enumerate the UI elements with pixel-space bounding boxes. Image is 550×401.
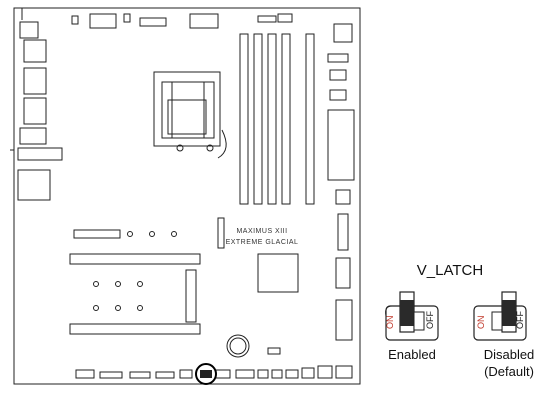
pcie-slot — [69, 323, 201, 335]
vlatch-header — [200, 370, 212, 378]
io-port — [23, 67, 47, 95]
vlatch-title: V_LATCH — [416, 262, 484, 279]
io-port — [19, 127, 47, 145]
chipset — [257, 253, 299, 293]
io-port — [17, 169, 51, 201]
board-outline — [13, 7, 361, 385]
enabled-label: Enabled — [388, 347, 436, 362]
switch-enabled-icon: ON OFF — [385, 291, 439, 341]
pcie-slot — [69, 253, 201, 265]
corner-mark — [14, 7, 23, 20]
dimm-slot — [305, 33, 315, 205]
io-port — [23, 97, 47, 125]
dimm-slot — [239, 33, 249, 205]
io-port — [19, 21, 39, 39]
dimm-slot — [267, 33, 277, 205]
board-model-line2: EXTREME GLACIAL — [226, 239, 299, 246]
io-port — [17, 147, 63, 161]
board-model-line1: MAXIMUS XIII — [236, 228, 287, 235]
io-port — [23, 39, 47, 63]
cpu-socket — [153, 71, 221, 147]
switch-enabled-off-label: OFF — [425, 311, 435, 329]
highlight-ring — [195, 363, 217, 385]
default-label: (Default) — [484, 364, 534, 379]
switch-enabled-on-label: ON — [385, 316, 395, 330]
disabled-label: Disabled — [483, 347, 535, 362]
switch-disabled-off-label: OFF — [515, 311, 525, 329]
dimm-slot — [253, 33, 263, 205]
pcie-slot-small — [73, 229, 121, 239]
cmos-battery — [226, 334, 250, 358]
switch-disabled-on-label: ON — [476, 316, 486, 330]
switch-disabled-icon: ON OFF — [473, 291, 527, 341]
dimm-slot — [281, 33, 291, 205]
